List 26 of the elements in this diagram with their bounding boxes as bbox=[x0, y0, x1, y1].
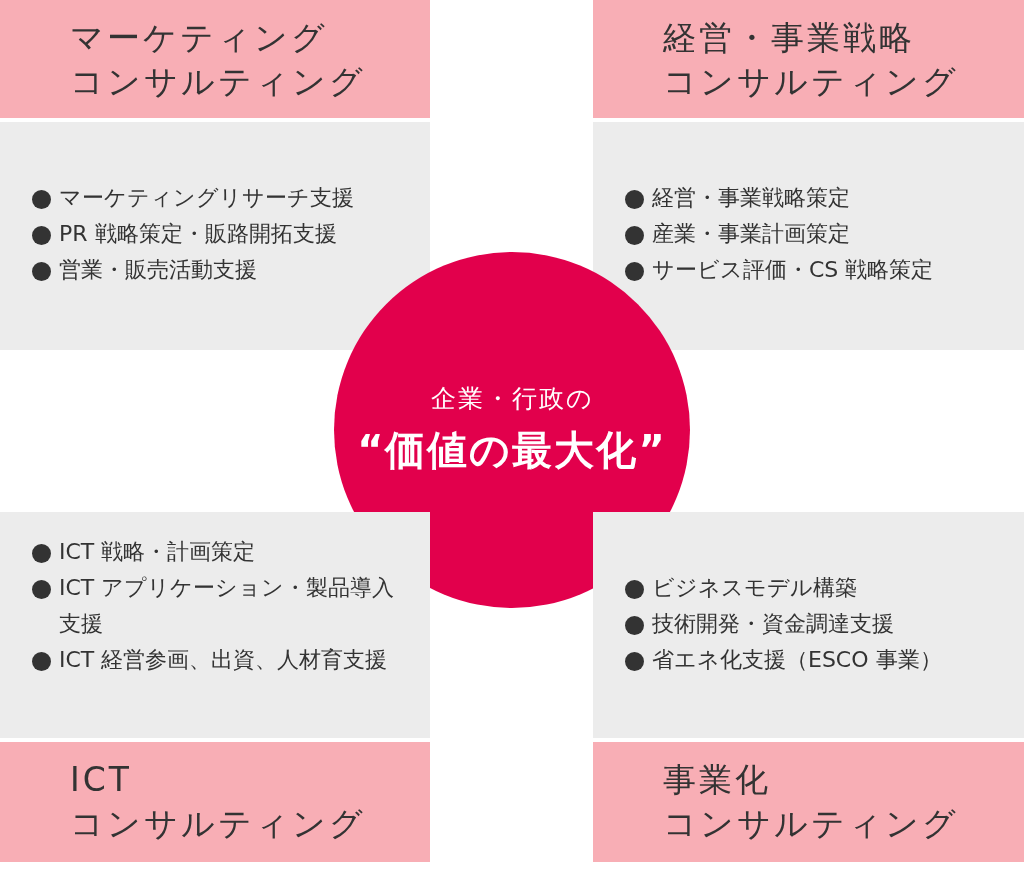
list-item: 技術開発・資金調達支援 bbox=[652, 610, 895, 638]
heading-banner bbox=[593, 0, 1024, 118]
heading-text: 経営・事業戦略コンサルティング bbox=[663, 17, 959, 103]
heading-banner bbox=[0, 742, 430, 862]
circle-subtitle: 企業・行政の bbox=[430, 383, 594, 415]
list-item: ICT 戦略・計画策定 bbox=[59, 538, 257, 566]
heading-text: ICTコンサルティング bbox=[70, 759, 366, 845]
list-item: サービス評価・CS 戦略策定 bbox=[652, 256, 935, 284]
list-item: 営業・販売活動支援 bbox=[59, 256, 258, 284]
circle-title: “価値の最大化” bbox=[357, 426, 667, 475]
service-panel bbox=[0, 122, 430, 350]
service-panel bbox=[593, 512, 1024, 738]
list-item: ビジネスモデル構築 bbox=[652, 574, 858, 602]
list-item: ICT アプリケーション・製品導入支援 bbox=[59, 574, 396, 638]
list-item: 省エネ化支援（ESCO 事業） bbox=[652, 646, 943, 674]
list-item: マーケティングリサーチ支援 bbox=[59, 184, 355, 212]
heading-banner bbox=[0, 0, 430, 118]
heading-text: 事業化コンサルティング bbox=[663, 759, 959, 845]
service-panel bbox=[0, 512, 430, 738]
list-item: PR 戦略策定・販路開拓支援 bbox=[59, 220, 338, 248]
list-item: ICT 経営参画、出資、人材育支援 bbox=[59, 646, 389, 674]
heading-banner bbox=[593, 742, 1024, 862]
service-panel bbox=[593, 122, 1024, 350]
heading-text: マーケティングコンサルティング bbox=[70, 17, 366, 103]
list-item: 産業・事業計画策定 bbox=[652, 220, 851, 248]
list-item: 経営・事業戦略策定 bbox=[652, 184, 851, 212]
